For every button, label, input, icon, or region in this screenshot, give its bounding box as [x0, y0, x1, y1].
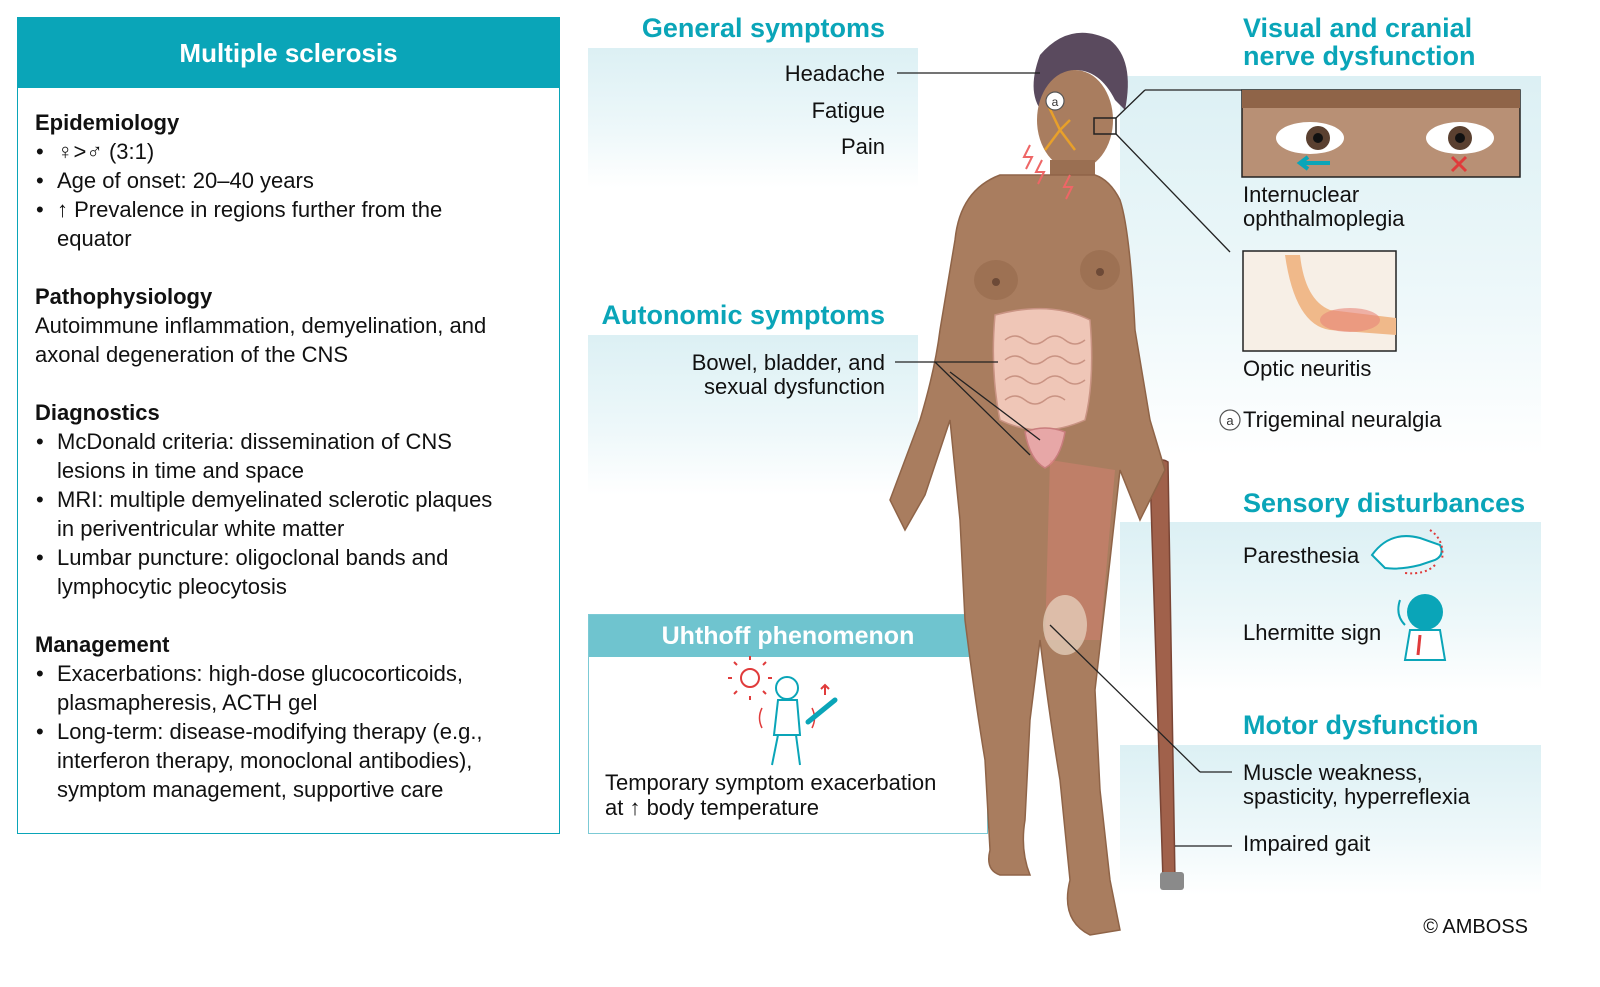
- motor-title: Motor dysfunction: [1243, 710, 1479, 740]
- list-item: Exacerbations: high-dose glucocorticoids…: [35, 659, 541, 717]
- management-section: Management Exacerbations: high-dose gluc…: [35, 630, 541, 804]
- knee-bone-icon: [1043, 595, 1087, 655]
- thermometer-icon: [805, 683, 838, 725]
- weakness-label-1: Muscle weakness,: [1243, 760, 1423, 785]
- marker-a-circle: [1045, 91, 1065, 111]
- lhermitte-label: Lhermitte sign: [1243, 620, 1382, 645]
- nerve-icon: [1044, 104, 1076, 151]
- autonomic-symptoms-title: Autonomic symptoms: [601, 300, 885, 330]
- info-card: Multiple sclerosis Epidemiology ♀>♂ (3:1…: [17, 17, 560, 834]
- text-line: axonal degeneration of the CNS: [35, 342, 349, 367]
- list-item: McDonald criteria: dissemination of CNSl…: [35, 427, 541, 485]
- motor-band: [1120, 745, 1541, 895]
- sensory-title: Sensory disturbances: [1243, 488, 1526, 518]
- autonomic-band: [588, 335, 918, 495]
- eye-highlight-box: [1093, 117, 1117, 135]
- uhthoff-title: Uhthoff phenomenon: [589, 615, 987, 657]
- marker-a-circle: [1219, 409, 1241, 431]
- general-symptoms-title: General symptoms: [641, 13, 885, 43]
- sensory-band: [1120, 522, 1541, 692]
- list-item: Lumbar puncture: oligoclonal bands andly…: [35, 543, 541, 601]
- lightning-icon: [1022, 144, 1074, 200]
- visual-title-line-2: nerve dysfunction: [1243, 41, 1476, 71]
- list-item: Age of onset: 20–40 years: [35, 166, 541, 195]
- epidemiology-section: Epidemiology ♀>♂ (3:1) Age of onset: 20–…: [35, 108, 541, 253]
- ino-label-2: ophthalmoplegia: [1243, 206, 1405, 231]
- diagnostics-section: Diagnostics McDonald criteria: dissemina…: [35, 398, 541, 601]
- autonomic-line-1: Bowel, bladder, and: [691, 350, 885, 375]
- pain-label: Pain: [840, 134, 885, 159]
- trigeminal-label: Trigeminal neuralgia: [1243, 407, 1442, 432]
- list-item: ↑ Prevalence in regions further from the…: [35, 195, 541, 253]
- list-item: Long-term: disease-modifying therapy (e.…: [35, 717, 541, 804]
- optic-neuritis-label: Optic neuritis: [1243, 356, 1372, 381]
- hand-icon: [1370, 529, 1444, 575]
- leader-lines: [895, 72, 1242, 847]
- section-title: Management: [35, 632, 170, 657]
- pathophysiology-section: Pathophysiology Autoimmune inflammation,…: [35, 282, 541, 369]
- section-title: Diagnostics: [35, 400, 160, 425]
- copyright: © AMBOSS: [1423, 916, 1528, 938]
- lhermitte-figure-icon: [1397, 594, 1447, 661]
- headache-label: Headache: [784, 61, 885, 86]
- list-item: MRI: multiple demyelinated sclerotic pla…: [35, 485, 541, 543]
- gait-label: Impaired gait: [1243, 831, 1371, 856]
- ino-eyes-image: [1241, 89, 1521, 178]
- card-body: Epidemiology ♀>♂ (3:1) Age of onset: 20–…: [18, 88, 559, 804]
- marker-a-label: a: [1226, 413, 1234, 428]
- uhthoff-line-2: at ↑ body temperature: [605, 795, 820, 820]
- section-title: Epidemiology: [35, 110, 180, 135]
- bladder-icon: [1024, 427, 1066, 469]
- weakness-label-2: spasticity, hyperreflexia: [1243, 784, 1471, 809]
- card-title: Multiple sclerosis: [18, 18, 559, 88]
- fatigue-label: Fatigue: [811, 98, 885, 123]
- list-item: ♀>♂ (3:1): [35, 137, 541, 166]
- marker-a-label: a: [1052, 95, 1059, 109]
- paresthesia-label: Paresthesia: [1243, 543, 1360, 568]
- sun-icon: [728, 656, 772, 700]
- text-line: Autoimmune inflammation, demyelination, …: [35, 313, 487, 338]
- intestine-icon: [992, 307, 1093, 431]
- leg-inflammation-icon: [1045, 460, 1115, 640]
- section-title: Pathophysiology: [35, 284, 213, 309]
- person-hot-icon: [758, 676, 816, 766]
- uhthoff-box: Uhthoff phenomenon: [588, 614, 988, 834]
- visual-title-line-1: Visual and cranial: [1243, 13, 1473, 43]
- general-band: [588, 48, 918, 188]
- cane-icon: [1149, 459, 1184, 890]
- uhthoff-line-1: Temporary symptom exacerbation: [605, 770, 937, 795]
- ino-label-1: Internuclear: [1243, 182, 1360, 207]
- optic-nerve-image: [1242, 250, 1397, 352]
- autonomic-line-2: sexual dysfunction: [704, 374, 885, 399]
